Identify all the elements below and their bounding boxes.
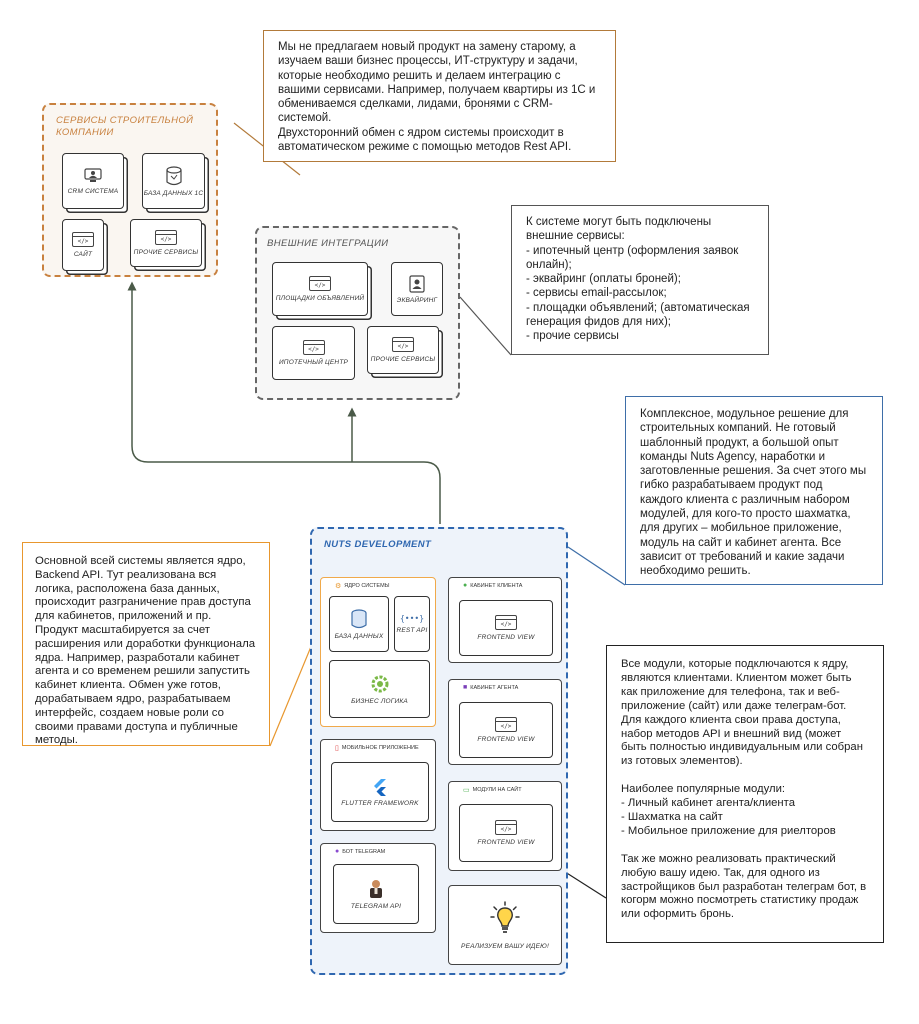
lightbulb-icon: [490, 900, 520, 933]
callout-modules: [561, 869, 607, 899]
telegram-bot-title: ● БОТ TELEGRAM: [335, 848, 385, 855]
business-logic-label: БИЗНЕС ЛОГИКА: [351, 697, 408, 705]
callout-complex: [567, 546, 626, 586]
site-frontend-card[interactable]: </> FRONTEND VIEW: [459, 804, 553, 862]
telegram-bot-icon: [370, 879, 382, 898]
acquiring-card[interactable]: ЭКВАЙРИНГ: [391, 262, 443, 316]
ads-card[interactable]: </> ПЛОЩАДКИ ОБЪЯВЛЕНИЙ: [272, 262, 368, 316]
phone-icon: ▯: [335, 745, 339, 752]
construction-services-title: СЕРВИСЫ СТРОИТЕЛЬНОЙ КОМПАНИИ: [56, 115, 194, 138]
external-integrations-title: ВНЕШНИЕ ИНТЕГРАЦИИ: [267, 238, 389, 249]
code-icon: </>: [392, 337, 414, 352]
code-icon: </>: [302, 340, 325, 355]
note-integration: Мы не предлагаем новый продукт на замену…: [263, 30, 616, 162]
monitor-icon: [84, 167, 102, 182]
agent-icon: ■: [463, 684, 468, 691]
mobile-app-title-text: МОБИЛЬНОЕ ПРИЛОЖЕНИЕ: [341, 745, 419, 751]
nuts-development-title: NUTS DEVELOPMENT: [324, 539, 432, 550]
site-modules-title: ▭ МОДУЛИ НА САЙТ: [463, 786, 522, 794]
database-label: БАЗА ДАННЫХ: [334, 632, 384, 640]
telegram-bot-title-text: БОТ TELEGRAM: [342, 848, 386, 855]
mortgage-card[interactable]: </> ИПОТЕЧНЫЙ ЦЕНТР: [272, 326, 355, 380]
browser-icon: ▭: [463, 787, 470, 794]
external-integrations-group: ВНЕШНИЕ ИНТЕГРАЦИИ </> ПЛОЩАДКИ ОБЪЯВЛЕН…: [255, 226, 460, 400]
mobile-app-panel: ▯ МОБИЛЬНОЕ ПРИЛОЖЕНИЕ FLUTTER FRAMEWORK: [320, 739, 436, 831]
acquiring-label: ЭКВАЙРИНГ: [396, 296, 438, 304]
note-modules: Все модули, которые подключаются к ядру,…: [606, 645, 884, 943]
agent-cabinet-title-text: КАБИНЕТ АГЕНТА: [470, 684, 519, 691]
external-other-label: ПРОЧИЕ СЕРВИСЫ: [370, 356, 436, 363]
db1c-card[interactable]: БАЗА ДАННЫХ 1С: [142, 153, 205, 209]
code-icon: </>: [495, 820, 517, 835]
user-card-icon: [409, 274, 425, 293]
telegram-api-card[interactable]: TELEGRAM API: [333, 864, 419, 924]
telegram-api-label: TELEGRAM API: [350, 902, 402, 910]
rest-api-label: REST API: [396, 627, 428, 634]
core-system-title: ⚙ ЯДРО СИСТЕМЫ: [335, 582, 390, 590]
idea-panel[interactable]: РЕАЛИЗУЕМ ВАШУ ИДЕЮ!: [448, 885, 562, 965]
flutter-icon: [374, 778, 386, 796]
agent-frontend-label: FRONTEND VIEW: [477, 736, 535, 743]
code-icon: </>: [309, 276, 331, 291]
client-frontend-card[interactable]: </> FRONTEND VIEW: [459, 600, 553, 656]
code-icon: </>: [495, 615, 517, 630]
crm-card[interactable]: CRM СИСТЕМА: [62, 153, 124, 209]
flutter-label: FLUTTER FRAMEWORK: [341, 799, 419, 807]
client-cabinet-title-text: КАБИНЕТ КЛИЕНТА: [470, 582, 523, 589]
ads-label: ПЛОЩАДКИ ОБЪЯВЛЕНИЙ: [275, 295, 365, 302]
idea-label: РЕАЛИЗУЕМ ВАШУ ИДЕЮ!: [461, 942, 549, 950]
mobile-app-title: ▯ МОБИЛЬНОЕ ПРИЛОЖЕНИЕ: [335, 744, 419, 752]
database-icon: [351, 608, 367, 628]
database-icon: [165, 165, 182, 185]
gear-icon: [371, 675, 388, 692]
site-modules-title-text: МОДУЛИ НА САЙТ: [472, 787, 522, 793]
site-card[interactable]: </> САЙТ: [62, 219, 104, 271]
gear-icon: ⚙: [335, 583, 342, 590]
bot-icon: ●: [335, 848, 340, 855]
user-icon: ●: [463, 582, 468, 589]
rest-icon: {•••}: [399, 614, 425, 623]
other-services-card[interactable]: </> ПРОЧИЕ СЕРВИСЫ: [130, 219, 202, 267]
nuts-development-group: NUTS DEVELOPMENT ⚙ ЯДРО СИСТЕМЫ БАЗА ДАН…: [310, 527, 568, 975]
business-logic-card[interactable]: БИЗНЕС ЛОГИКА: [329, 660, 430, 718]
database-card[interactable]: БАЗА ДАННЫХ: [329, 596, 389, 652]
note-complex: Комплексное, модульное решение для строи…: [625, 396, 883, 585]
site-frontend-label: FRONTEND VIEW: [477, 839, 535, 846]
client-cabinet-title: ● КАБИНЕТ КЛИЕНТА: [463, 582, 522, 589]
client-frontend-label: FRONTEND VIEW: [477, 634, 535, 641]
db1c-label: БАЗА ДАННЫХ 1С: [143, 189, 204, 197]
agent-cabinet-panel: ■ КАБИНЕТ АГЕНТА </> FRONTEND VIEW: [448, 679, 562, 765]
connector-nuts-to-services: [127, 281, 441, 524]
note-core: Основной всей системы является ядро, Bac…: [22, 542, 270, 746]
rest-api-card[interactable]: {•••} REST API: [394, 596, 430, 652]
site-label: САЙТ: [73, 251, 93, 258]
code-icon: </>: [495, 717, 517, 732]
telegram-bot-panel: ● БОТ TELEGRAM TELEGRAM API: [320, 843, 436, 933]
agent-frontend-card[interactable]: </> FRONTEND VIEW: [459, 702, 553, 758]
mortgage-label: ИПОТЕЧНЫЙ ЦЕНТР: [278, 359, 349, 366]
client-cabinet-panel: ● КАБИНЕТ КЛИЕНТА </> FRONTEND VIEW: [448, 577, 562, 663]
flutter-card[interactable]: FLUTTER FRAMEWORK: [331, 762, 429, 822]
core-system-panel: ⚙ ЯДРО СИСТЕМЫ БАЗА ДАННЫХ {•••} REST AP…: [320, 577, 436, 727]
code-icon: </>: [155, 230, 177, 245]
core-system-title-text: ЯДРО СИСТЕМЫ: [344, 583, 390, 589]
code-icon: </>: [72, 232, 94, 247]
other-services-label: ПРОЧИЕ СЕРВИСЫ: [133, 249, 199, 256]
agent-cabinet-title: ■ КАБИНЕТ АГЕНТА: [463, 684, 518, 691]
construction-services-group: СЕРВИСЫ СТРОИТЕЛЬНОЙ КОМПАНИИ CRM СИСТЕМ…: [42, 103, 218, 277]
site-modules-panel: ▭ МОДУЛИ НА САЙТ </> FRONTEND VIEW: [448, 781, 562, 871]
external-other-card[interactable]: </> ПРОЧИЕ СЕРВИСЫ: [367, 326, 439, 374]
note-external: К системе могут быть подключены внешние …: [511, 205, 769, 355]
callout-external: [459, 296, 512, 356]
crm-label: CRM СИСТЕМА: [67, 187, 119, 195]
